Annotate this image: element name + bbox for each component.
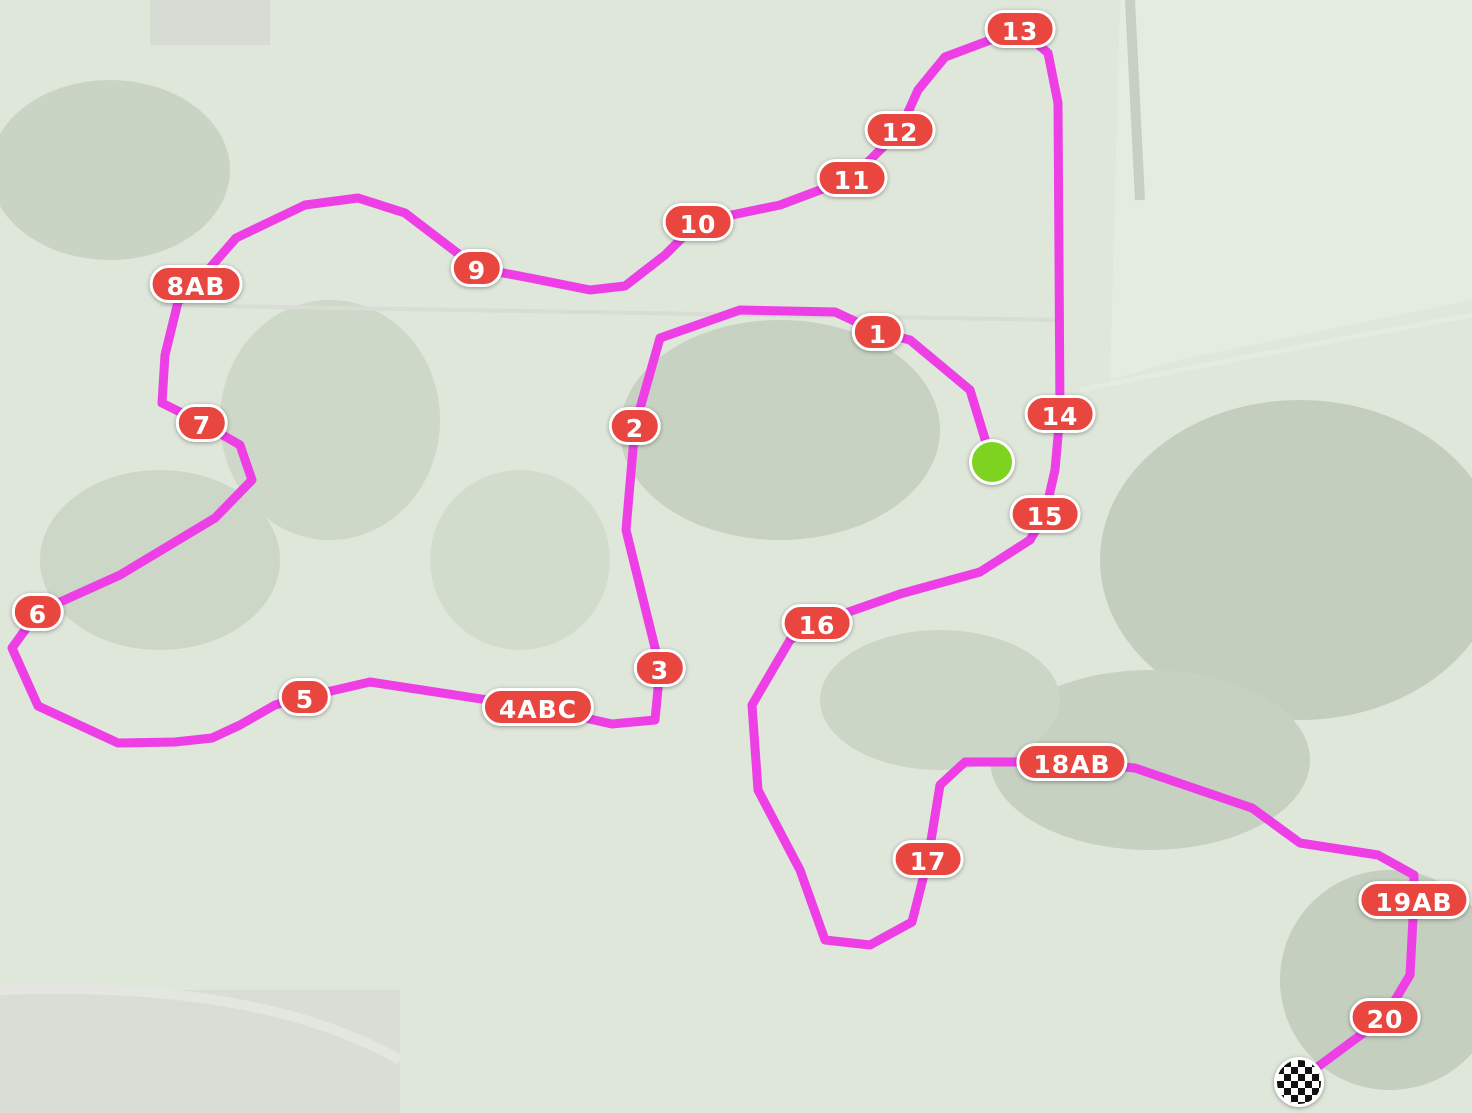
- checkpoint-marker-10[interactable]: 10: [662, 203, 734, 241]
- checkpoint-marker-7[interactable]: 7: [175, 404, 229, 442]
- checkpoint-marker-5[interactable]: 5: [278, 678, 332, 716]
- checkpoint-marker-4abc[interactable]: 4ABC: [481, 688, 595, 726]
- checkpoint-marker-12[interactable]: 12: [864, 111, 936, 149]
- checkered-flag-icon[interactable]: [1274, 1057, 1324, 1107]
- start-pin-icon[interactable]: [969, 439, 1015, 485]
- checkpoint-marker-9[interactable]: 9: [450, 249, 504, 287]
- checkpoint-marker-19ab[interactable]: 19AB: [1358, 881, 1470, 919]
- checkpoint-marker-3[interactable]: 3: [633, 649, 687, 687]
- checkpoint-marker-2[interactable]: 2: [608, 407, 662, 445]
- checkpoint-marker-6[interactable]: 6: [11, 593, 65, 631]
- checkpoint-marker-20[interactable]: 20: [1349, 998, 1421, 1036]
- checkpoint-marker-1[interactable]: 1: [851, 313, 905, 351]
- checkpoint-marker-13[interactable]: 13: [984, 10, 1056, 48]
- checkpoint-marker-16[interactable]: 16: [781, 604, 853, 642]
- checkpoint-marker-11[interactable]: 11: [816, 159, 888, 197]
- checkpoint-marker-15[interactable]: 15: [1009, 495, 1081, 533]
- checkpoint-marker-8ab[interactable]: 8AB: [149, 265, 243, 303]
- checkpoint-marker-18ab[interactable]: 18AB: [1016, 743, 1128, 781]
- route-line: [7, 24, 1419, 1085]
- checkpoint-marker-17[interactable]: 17: [892, 840, 964, 878]
- checkpoint-marker-14[interactable]: 14: [1024, 395, 1096, 433]
